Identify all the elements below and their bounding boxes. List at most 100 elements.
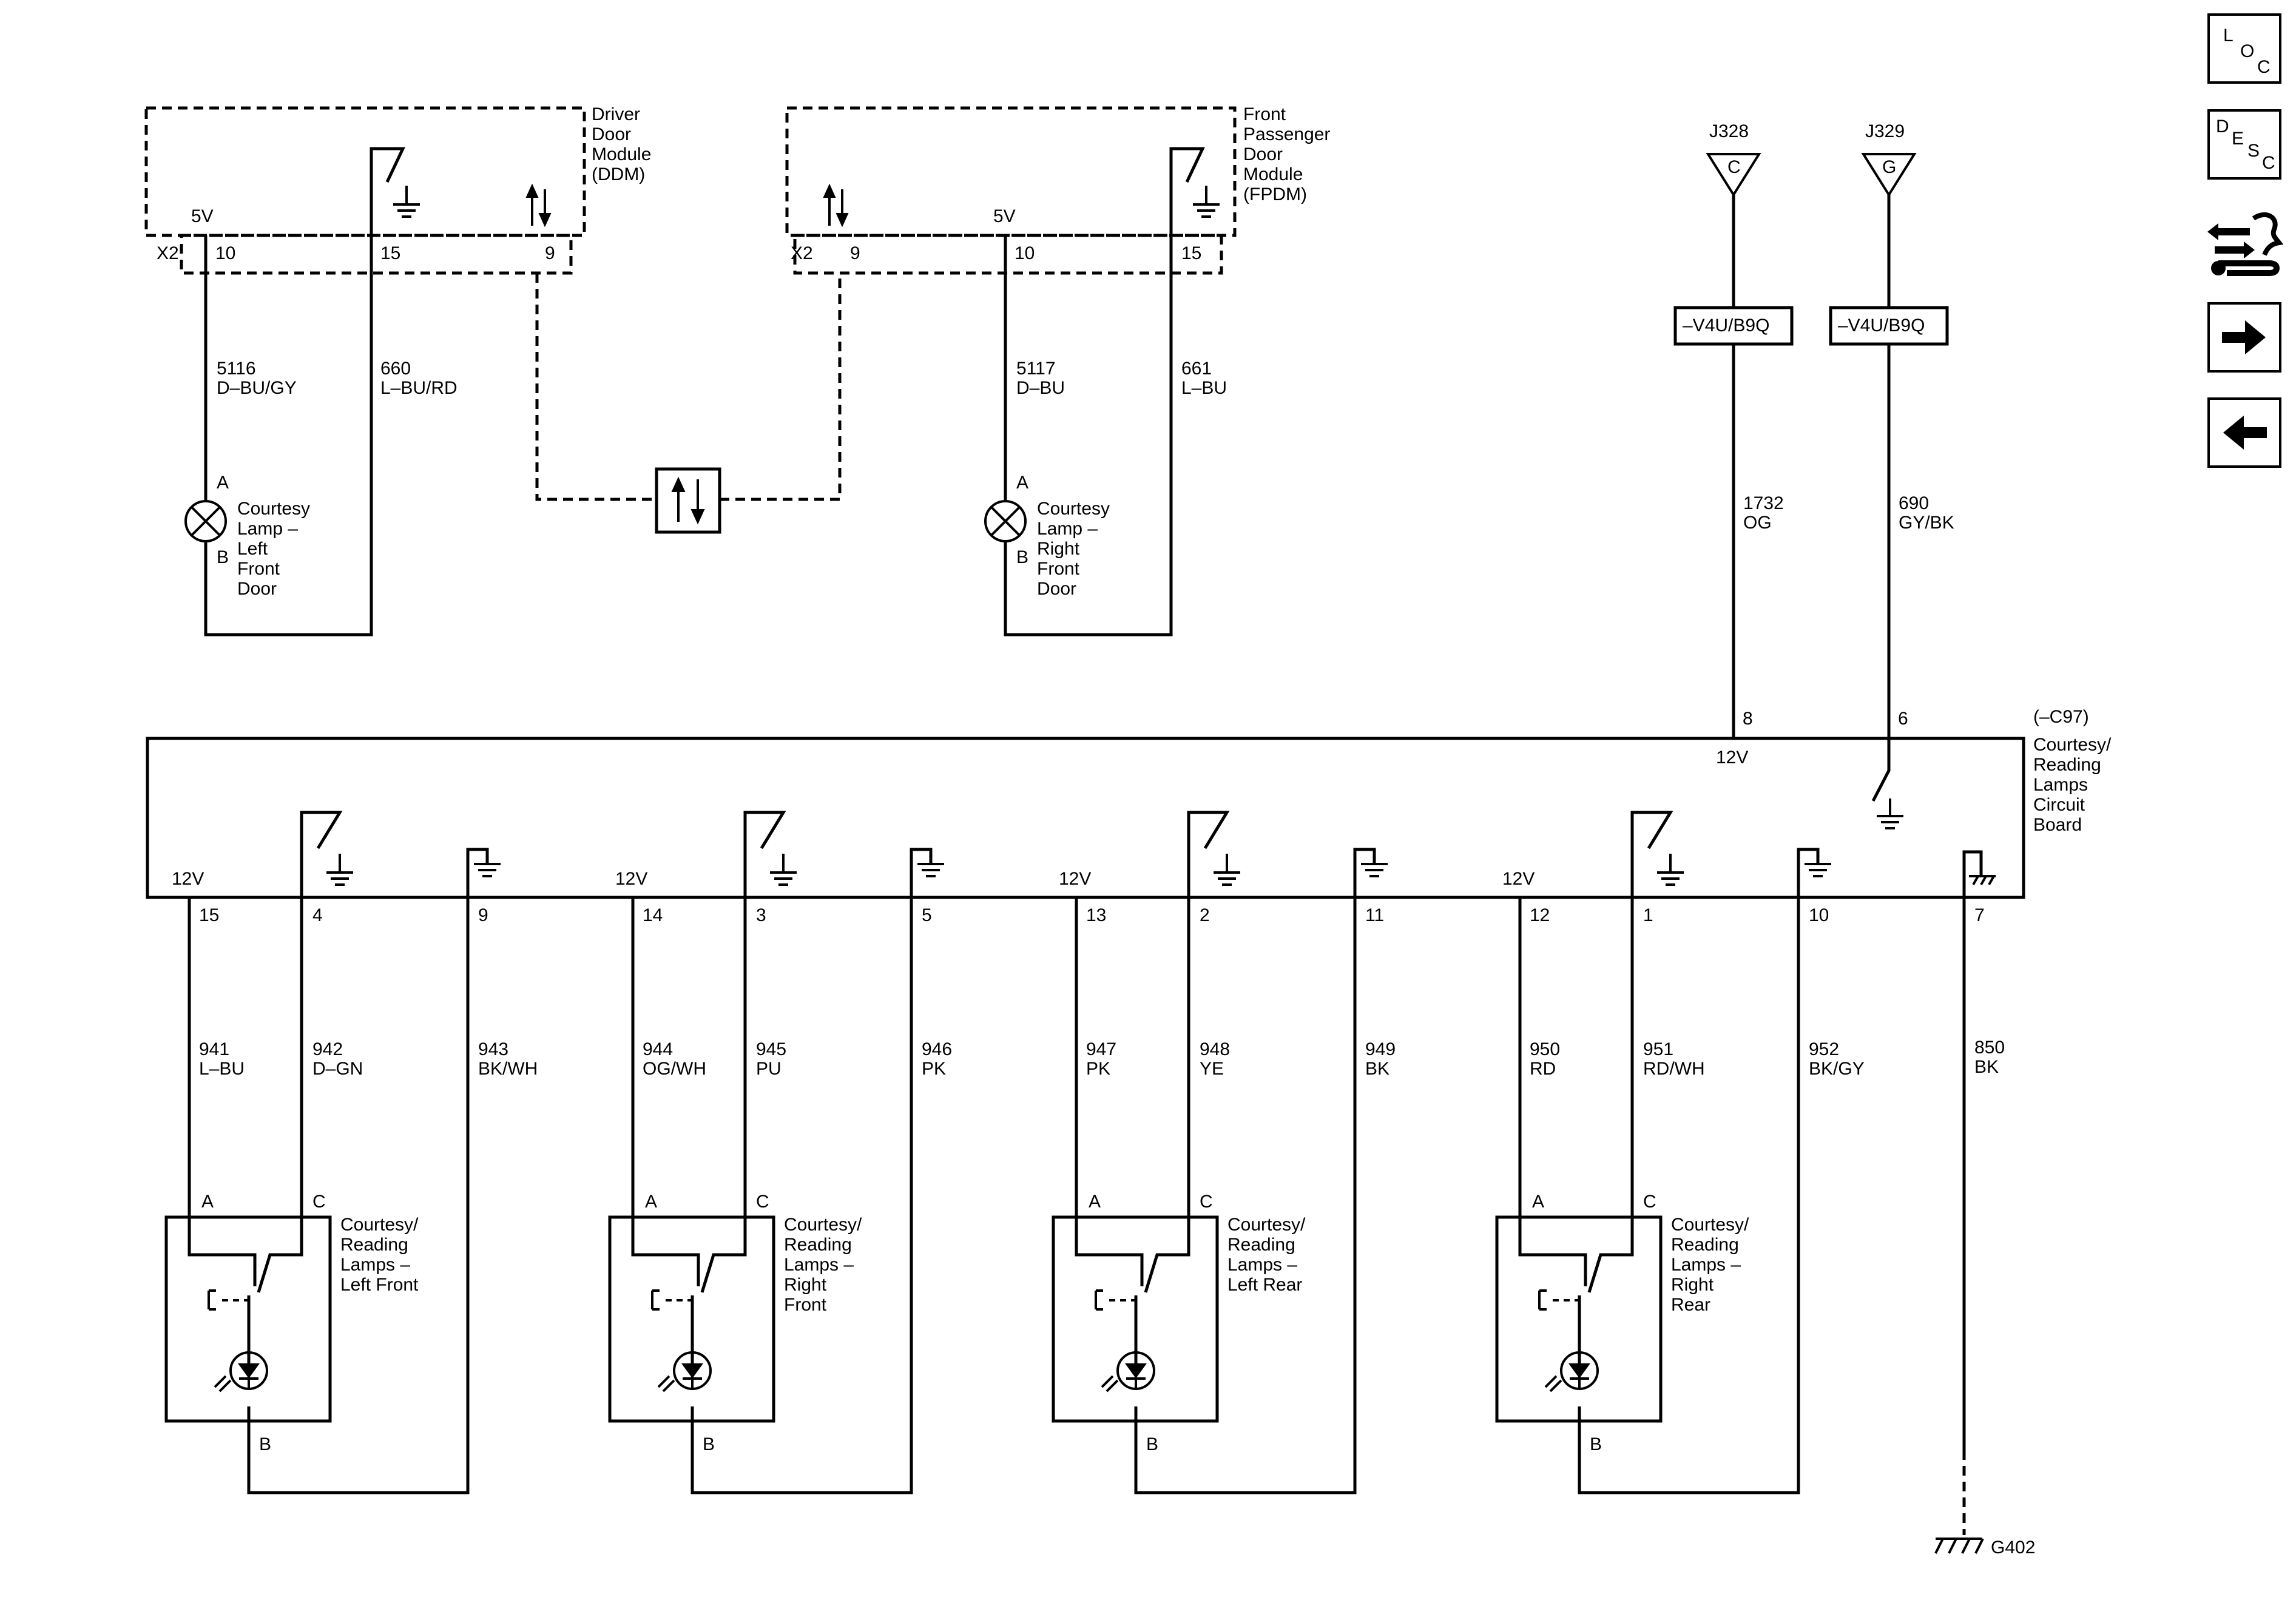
circuit-number: 947 — [1086, 1039, 1116, 1059]
left-door-lamp-circuit: 5116 D–BU/GY 660 L–BU/RD A B Courtesy La… — [184, 235, 458, 636]
fpdm-name-line: Passenger — [1243, 124, 1330, 144]
description-letter: D — [2216, 116, 2229, 137]
lamp-bulb-icon — [984, 500, 1027, 542]
ddm-pin: 15 — [380, 243, 400, 263]
circuit-color: PU — [756, 1059, 782, 1079]
channel-voltage: 12V — [615, 869, 647, 889]
lamp-name-line: Lamps – — [340, 1255, 410, 1275]
fpdm-voltage: 5V — [993, 206, 1016, 226]
circuit-color: OG — [1743, 513, 1772, 533]
lamp-pin: B — [1146, 1434, 1158, 1454]
ddm-name-line: Module — [592, 144, 651, 164]
lamp-pin: A — [1089, 1192, 1101, 1212]
board-pin: 9 — [478, 905, 488, 925]
ground-icon — [1877, 798, 1903, 829]
circuit-number: 660 — [380, 359, 411, 379]
option-label: –V4U/B9Q — [1838, 316, 1925, 336]
lamp-name-line: Door — [1037, 579, 1076, 599]
courtesy-reading-lamps-circuit-board: (–C97) Courtesy/ Reading Lamps Circuit B… — [146, 707, 2112, 1558]
circuit-number: 850 — [1974, 1038, 2005, 1058]
fpdm-pin: 10 — [1015, 243, 1035, 263]
lamp-name-line: Reading — [1227, 1235, 1295, 1255]
previous-page-button[interactable] — [2207, 397, 2281, 468]
circuit-color: PK — [922, 1059, 946, 1079]
lamp-name-line: Courtesy/ — [1671, 1215, 1749, 1235]
driver-door-module: Driver Door Module (DDM) 5V X2 10 15 9 — [144, 104, 651, 275]
circuit-color: YE — [1200, 1059, 1224, 1079]
ddm-pin: 10 — [215, 243, 235, 263]
ground-icon — [1361, 863, 1388, 877]
board-pin: 12 — [1530, 905, 1550, 925]
circuit-number: 945 — [756, 1039, 786, 1059]
lamp-name-line: Left Front — [340, 1275, 419, 1295]
lamp-name-line: Reading — [1671, 1235, 1739, 1255]
fpdm-pin: 9 — [850, 243, 860, 263]
description-letter: S — [2247, 141, 2260, 161]
led-icon — [657, 1351, 712, 1393]
lamp-name-line: Courtesy — [237, 499, 310, 519]
data-arrows-icon — [671, 476, 705, 525]
location-letter: L — [2223, 25, 2234, 46]
circuit-number: 5116 — [217, 359, 256, 379]
fpdm-pin: 15 — [1181, 243, 1201, 263]
reading-lamp-right-front: 12V 14 3 5 944 OG/WH 945 — [608, 811, 952, 1494]
lamp-pin: A — [217, 473, 229, 493]
lamp-name-line: Front — [1037, 559, 1080, 579]
lamp-name-line: Door — [237, 579, 277, 599]
fpdm-name-line: Front — [1243, 104, 1286, 124]
chassis-ground-icon — [1969, 875, 1996, 885]
lamp-name-line: Reading — [784, 1235, 852, 1255]
ground-icon — [326, 854, 353, 886]
lamp-pin: C — [312, 1192, 326, 1212]
ground-icon — [1657, 854, 1684, 886]
reading-lamp-left-front: 12V 15 4 9 941 L–BU 942 D — [164, 811, 538, 1494]
circuit-number: 951 — [1643, 1039, 1673, 1059]
next-page-button[interactable] — [2207, 302, 2281, 373]
board-name-line: Lamps — [2033, 775, 2088, 795]
board-pin: 7 — [1974, 905, 1985, 925]
circuit-number: 944 — [643, 1039, 673, 1059]
ddm-name-line: Door — [592, 124, 631, 144]
board-pin: 3 — [756, 905, 766, 925]
board-name-line: (–C97) — [2033, 707, 2089, 727]
board-name-line: Courtesy/ — [2033, 735, 2112, 755]
ground-icon — [1193, 186, 1220, 218]
lamp-pin: A — [1016, 473, 1028, 493]
lamp-name-line: Lamps – — [1227, 1255, 1297, 1275]
board-pin: 11 — [1365, 905, 1384, 925]
lamp-pin: C — [1200, 1192, 1213, 1212]
front-passenger-door-module: Front Passenger Door Module (FPDM) 5V X2… — [785, 104, 1330, 275]
ground-label: G402 — [1991, 1538, 2035, 1558]
junction-id: J329 — [1865, 121, 1905, 141]
location-button[interactable]: L O C — [2207, 13, 2281, 84]
circuit-color: L–BU — [1181, 378, 1227, 398]
board-pin: 10 — [1809, 905, 1829, 925]
circuit-color: L–BU — [199, 1059, 245, 1079]
board-pin: 8 — [1743, 709, 1753, 729]
board-pin: 1 — [1643, 905, 1653, 925]
description-button[interactable]: D E S C — [2207, 109, 2281, 180]
circuit-color: D–BU — [1016, 378, 1065, 398]
led-icon — [214, 1351, 268, 1393]
circuit-color: BK — [1365, 1059, 1389, 1079]
arrow-left-icon — [2223, 416, 2267, 450]
circuit-color: BK/GY — [1809, 1059, 1865, 1079]
channel-voltage: 12V — [172, 869, 204, 889]
lamp-pin: C — [1643, 1192, 1656, 1212]
board-pin: 2 — [1200, 905, 1210, 925]
lamp-name-line: Right — [1671, 1275, 1714, 1295]
lamp-bulb-icon — [184, 500, 227, 542]
board-name-line: Circuit — [2033, 795, 2085, 815]
lamp-pin: A — [201, 1192, 214, 1212]
connector-tool-icon[interactable] — [2203, 200, 2288, 280]
right-door-lamp-circuit: 5117 D–BU 661 L–BU A B Courtesy Lamp – R… — [984, 235, 1227, 636]
ddm-switch — [370, 147, 405, 235]
board-pin: 6 — [1898, 709, 1908, 729]
lamp-pin: C — [756, 1192, 769, 1212]
circuit-number: 943 — [478, 1039, 508, 1059]
lamp-name-line: Front — [237, 559, 280, 579]
circuit-number: 950 — [1530, 1039, 1560, 1059]
junction-j329: J329 G –V4U/B9Q 690 GY/BK 6 — [1829, 121, 1954, 738]
ddm-connector: X2 — [157, 243, 179, 263]
